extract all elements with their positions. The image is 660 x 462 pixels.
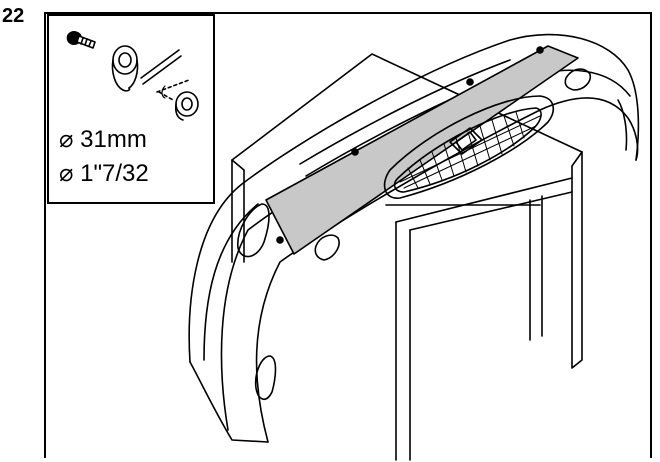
diameter-value-metric: 31mm [80, 126, 147, 153]
diameter-symbol: ⌀ [59, 160, 74, 187]
table [231, 53, 583, 461]
inset-illustration [66, 31, 199, 121]
detail-inset: ⌀ 31mm ⌀ 1"7/32 [47, 14, 215, 204]
bumper-part [188, 33, 640, 443]
clip-icon [158, 85, 199, 121]
step-number: 22 [2, 5, 25, 27]
diameter-symbol: ⌀ [59, 126, 74, 153]
bushing-icon [111, 45, 139, 92]
illustration-frame [44, 12, 652, 458]
diameter-value-imperial: 1"7/32 [80, 160, 149, 187]
screw-icon [66, 31, 96, 49]
diameter-metric: ⌀ 31mm [59, 128, 147, 152]
diameter-imperial: ⌀ 1"7/32 [59, 162, 149, 186]
